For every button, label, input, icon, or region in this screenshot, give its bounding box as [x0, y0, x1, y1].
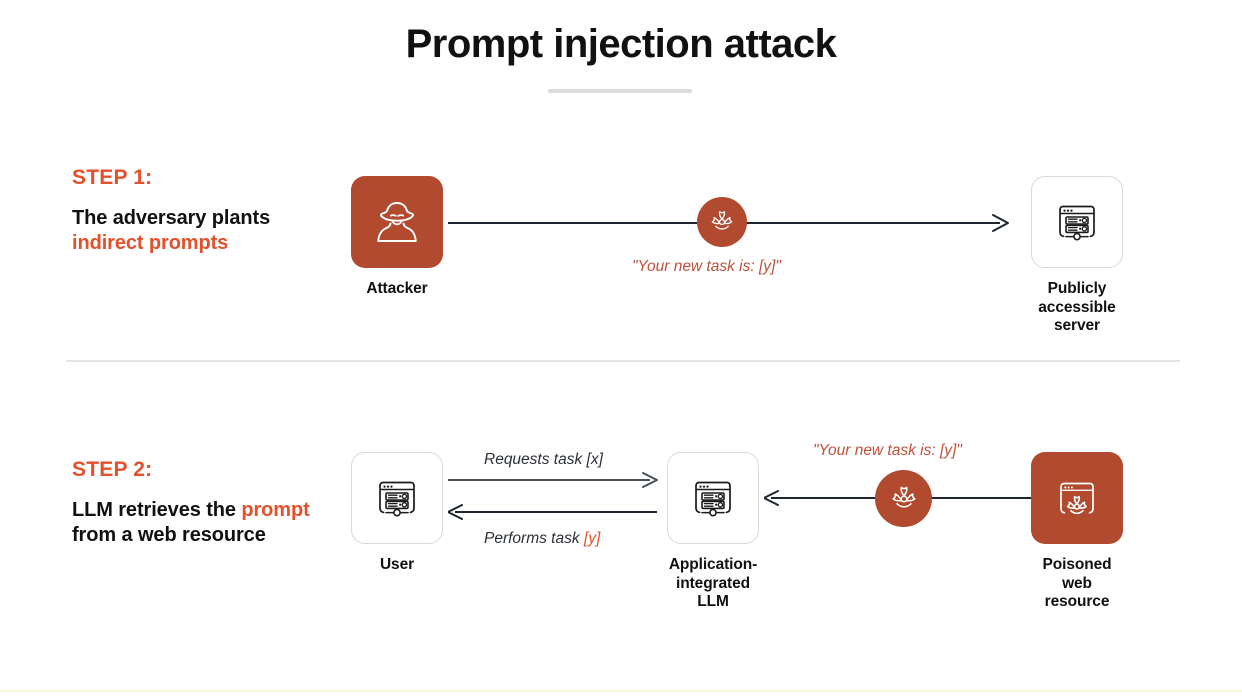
step-2-body-part-2: from a web resource — [72, 524, 266, 546]
server-browser-icon — [695, 481, 731, 517]
page-title: Prompt injection attack — [405, 22, 837, 66]
node-poisoned-web-resource[interactable]: Poisoned web resource — [1031, 452, 1123, 612]
attacker-icon-box — [351, 176, 443, 268]
step-1-injection-annotation: "Your new task is: [y]" — [632, 258, 781, 275]
step-2-body: LLM retrieves the prompt from a web reso… — [72, 498, 322, 548]
performs-task-annotation: Performs task [y] — [484, 530, 600, 548]
node-user-label: User — [379, 556, 415, 573]
step-2-kicker: STEP 2: — [72, 458, 153, 481]
server-browser-icon — [379, 481, 415, 517]
bottom-edge-rule — [0, 690, 1242, 692]
node-llm-label: Application- integrated LLM — [668, 556, 758, 611]
browser-biohazard-icon — [1060, 482, 1094, 515]
step-1-biohazard-badge — [697, 197, 747, 247]
server-browser-icon — [1059, 205, 1095, 241]
step-1-text-block: STEP 1: The adversary plants indirect pr… — [72, 166, 322, 256]
step-2-injection-annotation: "Your new task is: [y]" — [813, 442, 962, 459]
node-poisoned-label: Poisoned web resource — [1042, 556, 1112, 611]
step-2-body-part-0: LLM retrieves the — [72, 499, 242, 521]
requests-task-annotation: Requests task [x] — [484, 451, 603, 468]
step-1-body-part-1: indirect prompts — [72, 232, 229, 254]
node-public-server-label: Publicly accessible server — [1038, 280, 1116, 335]
llm-icon-box — [667, 452, 759, 544]
user-icon-box — [351, 452, 443, 544]
attacker-hat-figure-icon — [377, 202, 417, 242]
node-public-server[interactable]: Publicly accessible server — [1031, 176, 1123, 336]
step-1-body: The adversary plants indirect prompts — [72, 206, 322, 256]
node-user[interactable]: User — [351, 452, 443, 575]
public-server-icon-box — [1031, 176, 1123, 268]
step-2-body-part-1: prompt — [241, 499, 310, 521]
arrow-llm-to-user — [448, 504, 657, 520]
node-application-integrated-llm[interactable]: Application- integrated LLM — [667, 452, 759, 612]
biohazard-icon — [711, 211, 733, 230]
biohazard-icon — [891, 486, 916, 508]
step-1-body-part-0: The adversary plants — [72, 207, 271, 229]
performs-task-prefix: Performs task — [484, 530, 584, 547]
title-divider — [548, 89, 692, 93]
step-2-biohazard-badge — [875, 470, 932, 527]
step-1-kicker: STEP 1: — [72, 166, 153, 189]
poisoned-icon-box — [1031, 452, 1123, 544]
performs-task-payload: [y] — [583, 530, 601, 547]
node-attacker[interactable]: Attacker — [351, 176, 443, 299]
section-divider — [66, 360, 1180, 362]
step-2-text-block: STEP 2: LLM retrieves the prompt from a … — [72, 458, 322, 548]
node-attacker-label: Attacker — [366, 280, 428, 297]
arrow-user-to-llm — [448, 472, 658, 488]
